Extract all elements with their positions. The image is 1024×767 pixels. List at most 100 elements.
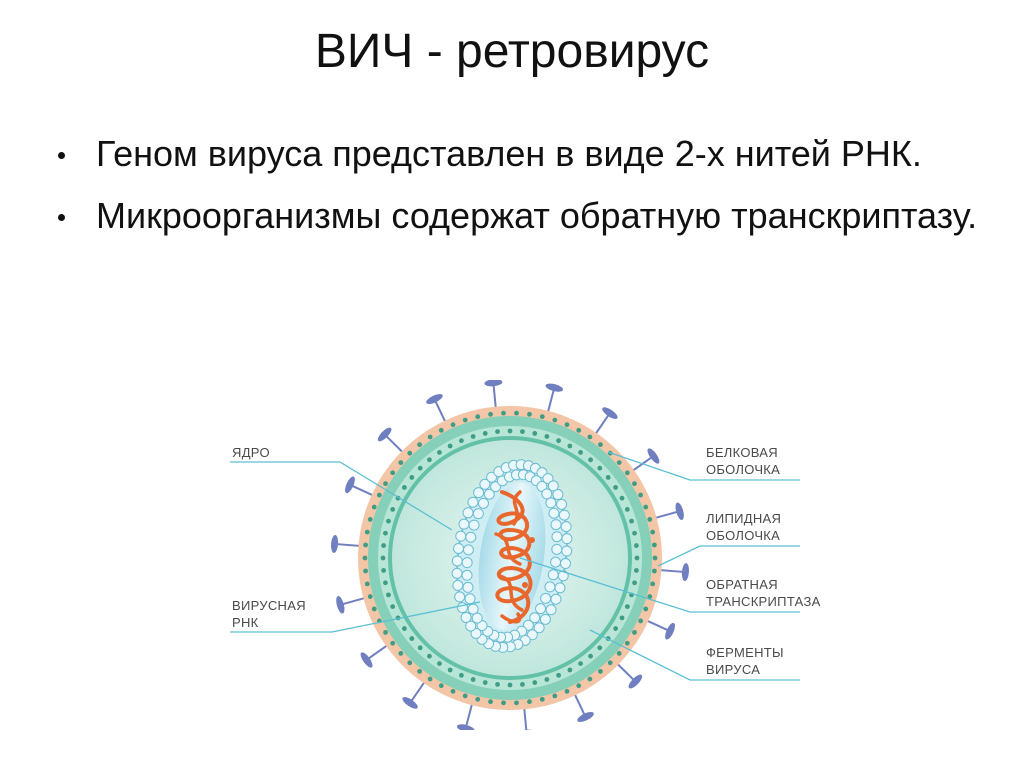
glycoprotein-spikes: [331, 380, 689, 730]
lipid-head: [381, 543, 387, 548]
lipid-head: [427, 457, 432, 463]
lipid-head: [417, 645, 423, 651]
hiv-structure-diagram: ЯДРО ВИРУСНАЯ РНК БЕЛКОВАЯ ОБОЛОЧКА ЛИПИ…: [230, 380, 820, 730]
label-core: ЯДРО: [232, 445, 270, 460]
lipid-head: [390, 470, 396, 476]
spike-stem: [593, 412, 611, 437]
capsid-protein: [545, 604, 557, 616]
lipid-head: [597, 465, 603, 471]
spike-head: [360, 652, 373, 668]
lipid-head: [643, 606, 649, 612]
spike-head: [426, 394, 443, 405]
capsid-protein: [547, 569, 559, 581]
spike-stem: [644, 618, 671, 633]
capsid-protein: [479, 478, 491, 490]
spike-stem: [433, 398, 448, 425]
lipid-head: [619, 495, 625, 501]
spike-head: [402, 697, 418, 709]
lipid-head: [556, 438, 562, 444]
spike-stem: [657, 568, 686, 574]
lipid-head: [488, 411, 493, 417]
lipid-head: [532, 680, 538, 685]
lipid-head: [488, 699, 493, 705]
lipid-head: [383, 629, 388, 635]
enzyme-dot: [529, 537, 535, 543]
capsid-protein: [465, 620, 477, 632]
lipid-head: [632, 580, 637, 586]
lipid-head: [520, 429, 525, 435]
lipid-head: [552, 417, 558, 423]
capsid-protein: [486, 471, 498, 483]
lipid-head: [364, 581, 370, 587]
lipid-head: [386, 592, 391, 598]
capsid-protein: [551, 543, 563, 555]
bullet-genome: Геном вируса представлен в виде 2-х ните…: [58, 130, 978, 178]
matrix-ring: [388, 436, 632, 680]
capsid-protein: [464, 593, 476, 605]
lipid-head: [643, 504, 649, 510]
capsid-protein: [460, 611, 472, 623]
lipid-head: [624, 470, 630, 476]
lipid-head: [624, 604, 630, 610]
lipid-head: [632, 481, 637, 487]
capsid-protein: [539, 613, 551, 625]
lipid-head: [544, 677, 550, 682]
lipid-head: [564, 688, 570, 694]
label-protein-shell: БЕЛКОВАЯ: [706, 445, 778, 460]
spike-head: [675, 502, 684, 520]
spike-stem: [365, 642, 390, 661]
lipid-head: [437, 450, 442, 455]
lipid-head: [588, 653, 593, 659]
lipid-head: [576, 427, 582, 433]
lipid-head: [475, 696, 481, 702]
capsid-protein: [452, 579, 464, 591]
label-viral-rna: РНК: [232, 615, 259, 630]
lipid-head: [598, 442, 603, 448]
lipid-head: [383, 481, 388, 487]
spike-head: [602, 407, 618, 419]
capsid-protein: [550, 556, 562, 568]
lipid-head: [402, 626, 407, 631]
lipid-head: [371, 504, 377, 510]
lipid-head: [598, 668, 603, 674]
lipid-head: [619, 615, 625, 621]
capsid-protein: [467, 603, 479, 615]
spike-stem: [409, 679, 427, 704]
capsid-protein: [559, 558, 571, 570]
lipid-head: [475, 414, 481, 420]
capsid-protein: [483, 488, 495, 500]
lipid-head: [544, 434, 550, 439]
lipid-head: [634, 555, 640, 561]
bullet-enzyme: Микроорганизмы содержат обратную транскр…: [58, 192, 978, 240]
lipid-head: [362, 555, 368, 561]
label-reverse-transcriptase: ОБРАТНАЯ: [706, 577, 778, 592]
lipid-head: [383, 580, 388, 586]
label-viral-rna: ВИРУСНАЯ: [232, 598, 306, 613]
capsid-protein: [462, 581, 474, 593]
lipid-head: [501, 410, 506, 416]
lipid-head: [371, 606, 377, 612]
capsid-protein: [470, 627, 482, 639]
lipid-head: [578, 450, 583, 455]
spike-head: [545, 383, 564, 392]
lipid-head: [527, 411, 532, 417]
lipid-head: [417, 442, 422, 448]
lipid-head: [638, 492, 644, 498]
lipid-head: [507, 682, 513, 688]
spike-head: [577, 711, 594, 722]
bullet-text: Микроорганизмы содержат обратную транскр…: [96, 195, 978, 236]
label-lipid-shell: ЛИПИДНАЯ: [706, 511, 781, 526]
lipid-head: [458, 438, 464, 444]
lipid-head: [633, 568, 639, 573]
lipid-head: [567, 443, 573, 449]
lipid-dots: [362, 410, 658, 706]
bullet-text: Геном вируса представлен в виде 2-х ните…: [96, 133, 922, 174]
capsid-protein: [455, 530, 467, 542]
lipid-head: [567, 667, 573, 673]
capsid-protein: [554, 582, 566, 594]
lipid-head: [450, 422, 456, 428]
lipid-head: [462, 417, 468, 423]
lipid-head: [402, 485, 407, 490]
lipid-head: [501, 700, 506, 706]
lipid-head: [367, 594, 373, 599]
